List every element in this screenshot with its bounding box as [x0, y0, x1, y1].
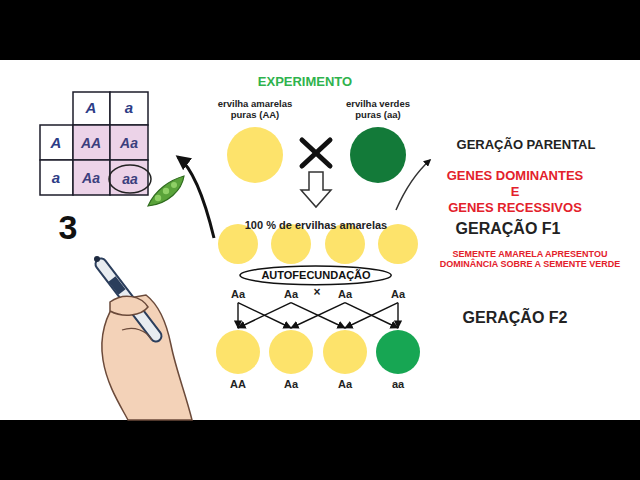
connector-arrow — [237, 303, 238, 328]
row-header: a — [52, 169, 60, 186]
punnett-square — [40, 92, 148, 195]
f2-pea: AA — [216, 330, 260, 391]
connector-arrow — [345, 303, 398, 328]
pea-circle — [227, 127, 283, 183]
concept-label: E — [511, 185, 520, 200]
pointer-arrow — [178, 157, 214, 238]
pea-circle — [323, 330, 367, 374]
node-label: Aa — [231, 288, 245, 301]
connector-arrow — [397, 303, 398, 328]
connector-arrow — [291, 303, 345, 328]
generation-label: GERAÇÃO PARENTAL — [457, 138, 596, 153]
pea-circle — [376, 330, 420, 374]
node-label: aa — [392, 378, 404, 391]
pea-pod — [148, 176, 184, 206]
pea-circle — [269, 330, 313, 374]
node-label: Aa — [284, 288, 298, 301]
concept-label: GENES RECESSIVOS — [448, 201, 582, 216]
generation-label: GERAÇÃO F1 — [456, 220, 561, 238]
connector-arrow — [345, 303, 398, 328]
f2-pea: Aa — [269, 330, 313, 391]
f2-pea: Aa — [323, 330, 367, 391]
pea — [323, 330, 367, 374]
column-header: a — [125, 99, 133, 116]
f2-pea: aa — [376, 330, 420, 391]
node-label: AUTOFECUNDAÇÃO — [261, 269, 370, 282]
connector-arrow — [238, 303, 291, 328]
diagram-title: EXPERIMENTO — [258, 75, 352, 90]
parent-pea: ervilha amarelas puras (AA) — [209, 99, 301, 183]
node-label: Aa — [338, 288, 352, 301]
down-arrow — [301, 172, 331, 207]
pea-circle — [350, 127, 406, 183]
connector-arrow — [291, 303, 345, 328]
generation-label: GERAÇÃO F2 — [463, 309, 568, 327]
connector-arrow — [238, 303, 291, 328]
node-label: ervilha verdes puras (aa) — [342, 99, 414, 121]
circle-mark — [109, 165, 151, 193]
f1-pea: Aa — [378, 224, 418, 301]
table-cell: Aa — [120, 135, 138, 151]
table-cell: aa — [122, 171, 138, 187]
hand-with-pen — [94, 256, 192, 420]
f1-pea: Aa — [218, 224, 258, 301]
table-cell: Aa — [82, 170, 100, 186]
node-label: Aa — [391, 288, 405, 301]
result-note: 100 % de ervilhas amarelas — [245, 219, 387, 232]
ratio-number: 3 — [59, 208, 78, 247]
node-label: Aa — [284, 378, 298, 391]
row-header: A — [51, 134, 62, 151]
pea — [227, 127, 283, 183]
cross-symbol — [302, 140, 330, 166]
f1-pea: Aa — [271, 224, 311, 301]
f1-pea: Aa — [325, 224, 365, 301]
node-label: Aa — [338, 378, 352, 391]
ellipse-shape — [240, 266, 391, 285]
pea — [350, 127, 406, 183]
column-header: A — [86, 99, 97, 116]
cross-sign: × — [313, 286, 320, 300]
parent-pea: ervilha verdes puras (aa) — [342, 99, 414, 183]
pea — [269, 330, 313, 374]
pea-circle — [216, 330, 260, 374]
node-label: AA — [230, 378, 246, 391]
process-ellipse: AUTOFECUNDAÇÃO — [239, 265, 392, 286]
dominance-note: SEMENTE AMARELA APRESENTOU DOMINÂNCIA SO… — [424, 249, 636, 270]
pea — [216, 330, 260, 374]
table-cell: AA — [81, 135, 101, 151]
concept-label: GENES DOMINANTES — [447, 169, 584, 184]
pea — [376, 330, 420, 374]
node-label: ervilha amarelas puras (AA) — [209, 99, 301, 121]
